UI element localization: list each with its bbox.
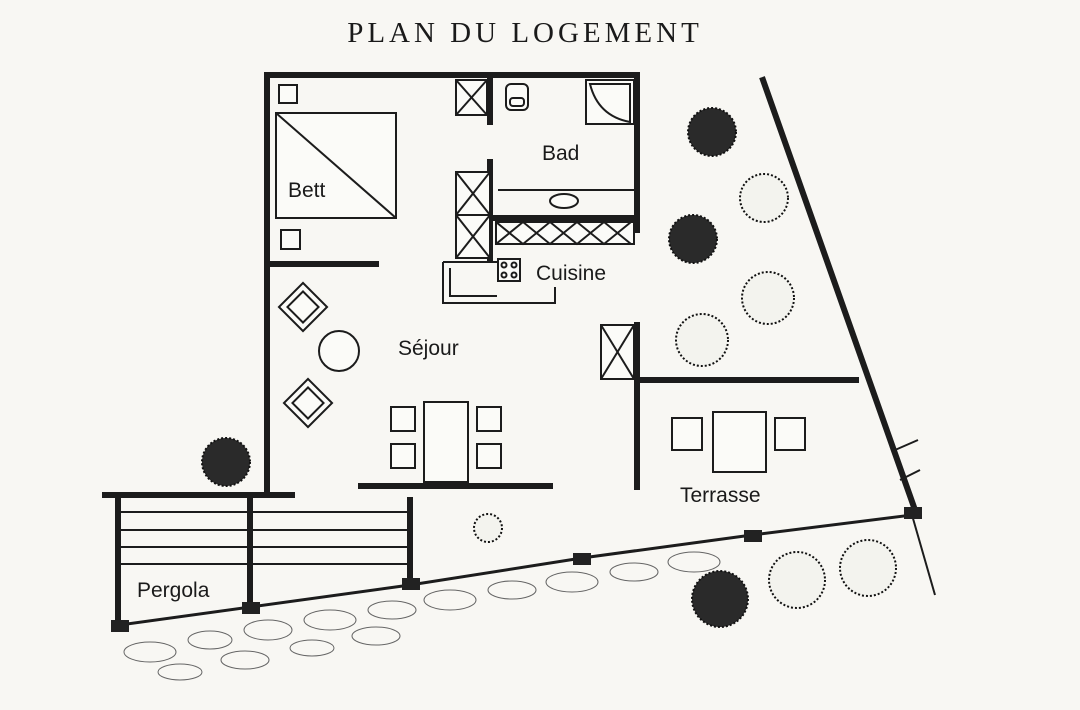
pergola: Pergola <box>115 494 413 628</box>
stone-path <box>123 551 721 681</box>
garden-plants <box>201 107 897 628</box>
exterior-walls <box>264 72 640 493</box>
plan-title: PLAN DU LOGEMENT <box>347 17 703 49</box>
bush-icon <box>675 313 729 367</box>
living-room: Séjour <box>277 281 635 483</box>
bush-icon <box>668 214 718 264</box>
bush-icon <box>741 271 795 325</box>
dining-chair-2 <box>390 443 416 469</box>
garden-boundary-wall <box>759 76 919 514</box>
kitchen-counter <box>442 261 556 304</box>
terrace-chair-left <box>671 417 703 451</box>
cooktop <box>497 258 521 282</box>
bush-icon <box>768 551 826 609</box>
room-label-pergola: Pergola <box>137 579 210 602</box>
nightstand-top <box>278 84 298 104</box>
terrace-chair-right <box>774 417 806 451</box>
bathroom: Bad <box>455 79 635 209</box>
room-label-bett: Bett <box>288 179 326 202</box>
dining-chair-4 <box>476 443 502 469</box>
interior-walls <box>102 75 859 498</box>
room-label-cuisine: Cuisine <box>536 262 606 285</box>
terrace: Terrasse <box>671 411 806 507</box>
bush-icon <box>687 107 737 157</box>
terrace-table <box>712 411 767 473</box>
coffee-table <box>318 330 360 372</box>
shower <box>585 79 635 125</box>
bedroom: Bett <box>275 84 397 250</box>
room-label-sejour: Séjour <box>398 337 459 360</box>
dining-chair-1 <box>390 406 416 432</box>
bush-icon <box>201 437 251 487</box>
terrain-edge <box>111 439 936 632</box>
nightstand-bottom <box>280 229 301 250</box>
room-label-terrasse: Terrasse <box>680 484 761 507</box>
bush-icon <box>691 570 749 628</box>
room-label-bad: Bad <box>542 142 579 165</box>
washbasin <box>549 193 579 209</box>
kitchen: Cuisine <box>442 171 635 304</box>
flower-icon <box>473 513 503 543</box>
dining-chair-3 <box>476 406 502 432</box>
bush-icon <box>839 539 897 597</box>
bush-icon <box>739 173 789 223</box>
dining-table <box>423 401 469 483</box>
